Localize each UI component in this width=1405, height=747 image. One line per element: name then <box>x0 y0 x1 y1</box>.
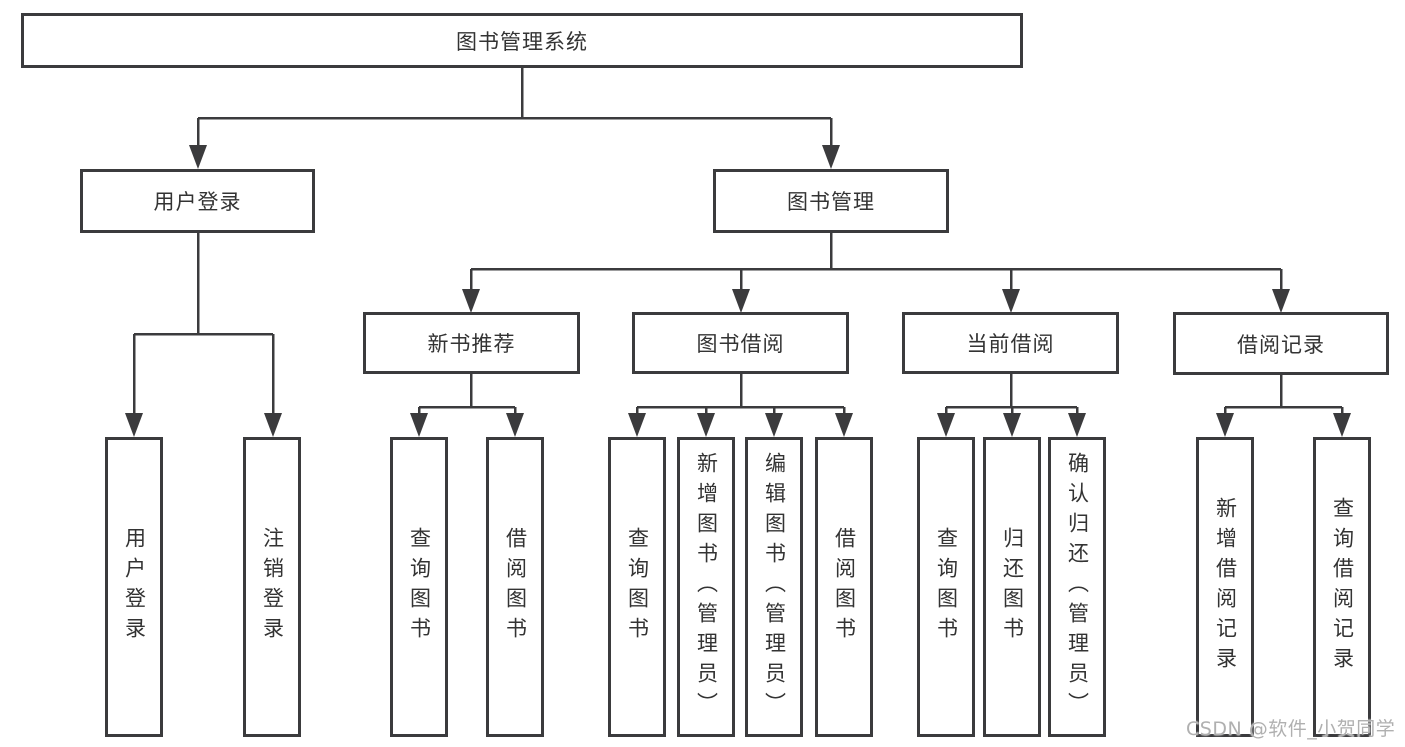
leaf-query-borrow-record-label: 查询借阅记录 <box>1330 497 1355 677</box>
node-book-borrow-label: 图书借阅 <box>696 332 785 356</box>
leaf-add-books-admin: 新增图书（管理员） <box>677 437 735 737</box>
leaf-logout-label: 注销登录 <box>260 527 285 647</box>
node-user-login: 用户登录 <box>80 169 315 233</box>
leaf-query-books-recommend-label: 查询图书 <box>407 527 432 647</box>
node-user-login-label: 用户登录 <box>153 190 242 214</box>
leaf-query-books-current: 查询图书 <box>917 437 975 737</box>
leaf-query-books-recommend: 查询图书 <box>390 437 448 737</box>
leaf-borrow-books-label: 借阅图书 <box>832 527 857 647</box>
leaf-query-borrow-record: 查询借阅记录 <box>1313 437 1371 737</box>
node-new-book-recommend-label: 新书推荐 <box>427 332 516 356</box>
leaf-user-login-label: 用户登录 <box>122 527 147 647</box>
leaf-borrow-books-recommend-label: 借阅图书 <box>503 527 528 647</box>
node-borrow-record-label: 借阅记录 <box>1237 332 1325 357</box>
leaf-borrow-books-recommend: 借阅图书 <box>486 437 544 737</box>
node-borrow-record: 借阅记录 <box>1173 312 1389 375</box>
leaf-edit-books-admin: 编辑图书（管理员） <box>745 437 803 737</box>
leaf-add-borrow-record: 新增借阅记录 <box>1196 437 1254 737</box>
leaf-query-books-borrow-label: 查询图书 <box>625 527 650 647</box>
csdn-watermark: CSDN @软件_小贺同学 <box>1186 718 1396 740</box>
leaf-query-books-borrow: 查询图书 <box>608 437 666 737</box>
node-book-management: 图书管理 <box>713 169 949 233</box>
node-current-borrow: 当前借阅 <box>902 312 1119 374</box>
node-system-root-label: 图书管理系统 <box>456 29 588 54</box>
leaf-confirm-return-admin: 确认归还（管理员） <box>1048 437 1106 737</box>
node-book-management-label: 图书管理 <box>787 190 875 214</box>
leaf-query-books-current-label: 查询图书 <box>934 527 959 647</box>
leaf-return-books: 归还图书 <box>983 437 1041 737</box>
leaf-add-books-admin-label: 新增图书（管理员） <box>694 452 719 722</box>
leaf-return-books-label: 归还图书 <box>1000 527 1025 647</box>
leaf-logout: 注销登录 <box>243 437 301 737</box>
leaf-user-login: 用户登录 <box>105 437 163 737</box>
leaf-confirm-return-admin-label: 确认归还（管理员） <box>1065 452 1090 722</box>
leaf-add-borrow-record-label: 新增借阅记录 <box>1213 497 1238 677</box>
node-book-borrow: 图书借阅 <box>632 312 849 374</box>
node-current-borrow-label: 当前借阅 <box>966 332 1055 356</box>
leaf-edit-books-admin-label: 编辑图书（管理员） <box>762 452 787 722</box>
node-new-book-recommend: 新书推荐 <box>363 312 580 374</box>
leaf-borrow-books: 借阅图书 <box>815 437 873 737</box>
node-system-root: 图书管理系统 <box>21 13 1023 68</box>
